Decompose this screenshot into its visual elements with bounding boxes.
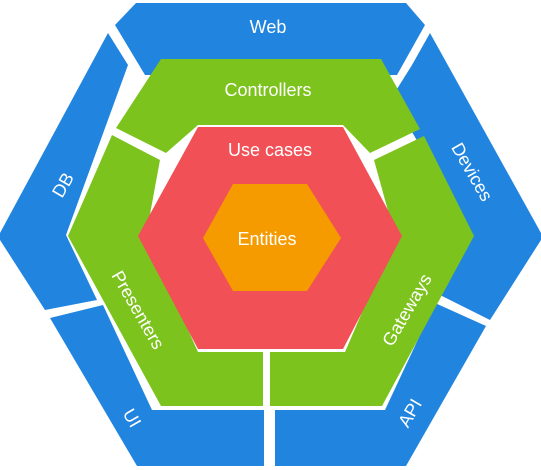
entities-hexagon [203,184,341,291]
entities-label: Entities [237,229,296,249]
api-segment [275,303,486,466]
gateways-segment [270,136,474,406]
controllers-segment [116,59,420,153]
controllers-label: Controllers [224,80,311,100]
web-label: Web [250,17,287,37]
db-segment [0,33,128,310]
ui-segment [50,305,264,466]
web-segment [115,3,425,75]
devices-segment [392,33,541,320]
outer-ring [0,3,541,466]
use-cases-label: Use cases [228,140,312,160]
presenters-segment [68,135,263,406]
middle-ring [68,59,474,406]
